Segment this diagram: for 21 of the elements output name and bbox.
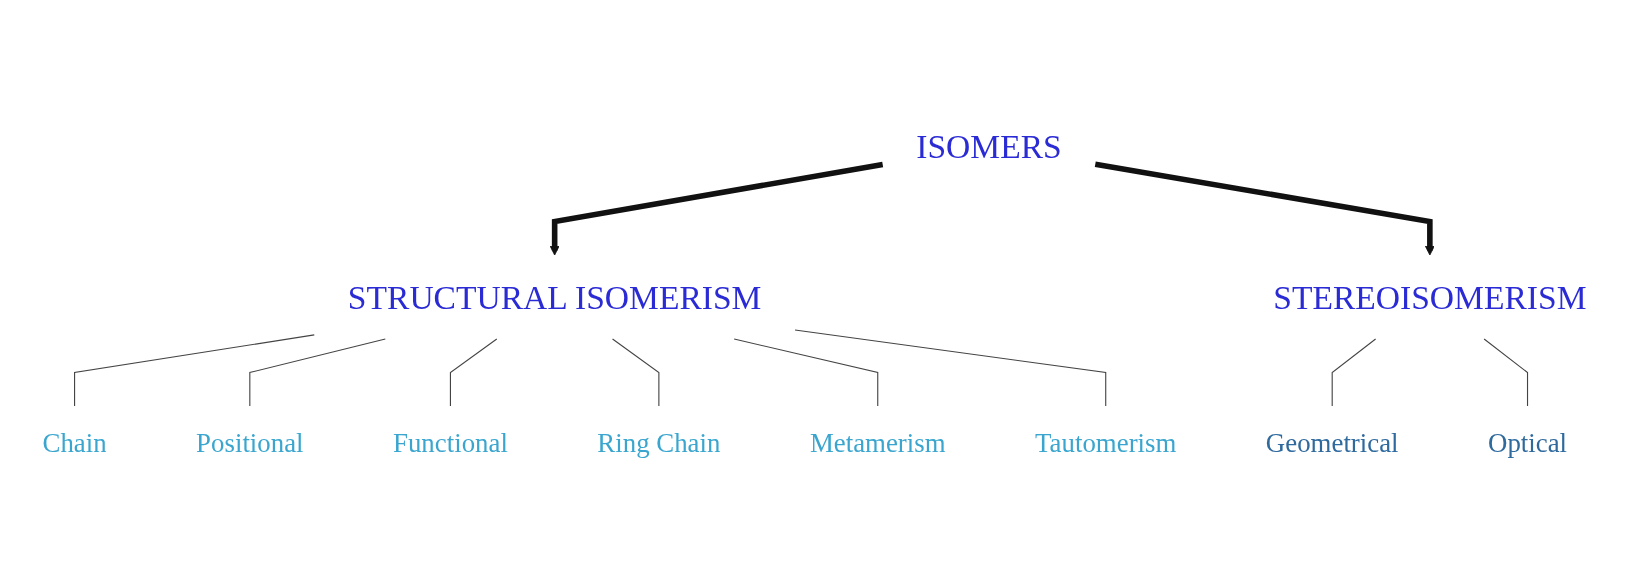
node-text: Chain xyxy=(42,428,107,458)
connector xyxy=(449,338,498,407)
connector xyxy=(249,338,386,407)
node-text: Tautomerism xyxy=(1035,428,1177,458)
arrow xyxy=(549,161,884,256)
connector xyxy=(612,338,660,407)
connector xyxy=(1483,338,1529,407)
node-text: Functional xyxy=(393,428,508,458)
node-text: ISOMERS xyxy=(916,127,1062,165)
node-text: STEREOISOMERISM xyxy=(1273,278,1587,316)
connector xyxy=(1331,338,1377,407)
connector xyxy=(794,329,1107,407)
node-text: Metamerism xyxy=(809,428,946,458)
node-text: Geometrical xyxy=(1265,428,1399,458)
node-text: Positional xyxy=(196,428,304,458)
node-text: Optical xyxy=(1488,428,1568,458)
connector xyxy=(74,334,315,407)
node-text: Ring Chain xyxy=(597,428,721,458)
arrow xyxy=(1094,161,1435,256)
node-text: STRUCTURAL ISOMERISM xyxy=(347,278,762,316)
connector xyxy=(733,338,879,407)
